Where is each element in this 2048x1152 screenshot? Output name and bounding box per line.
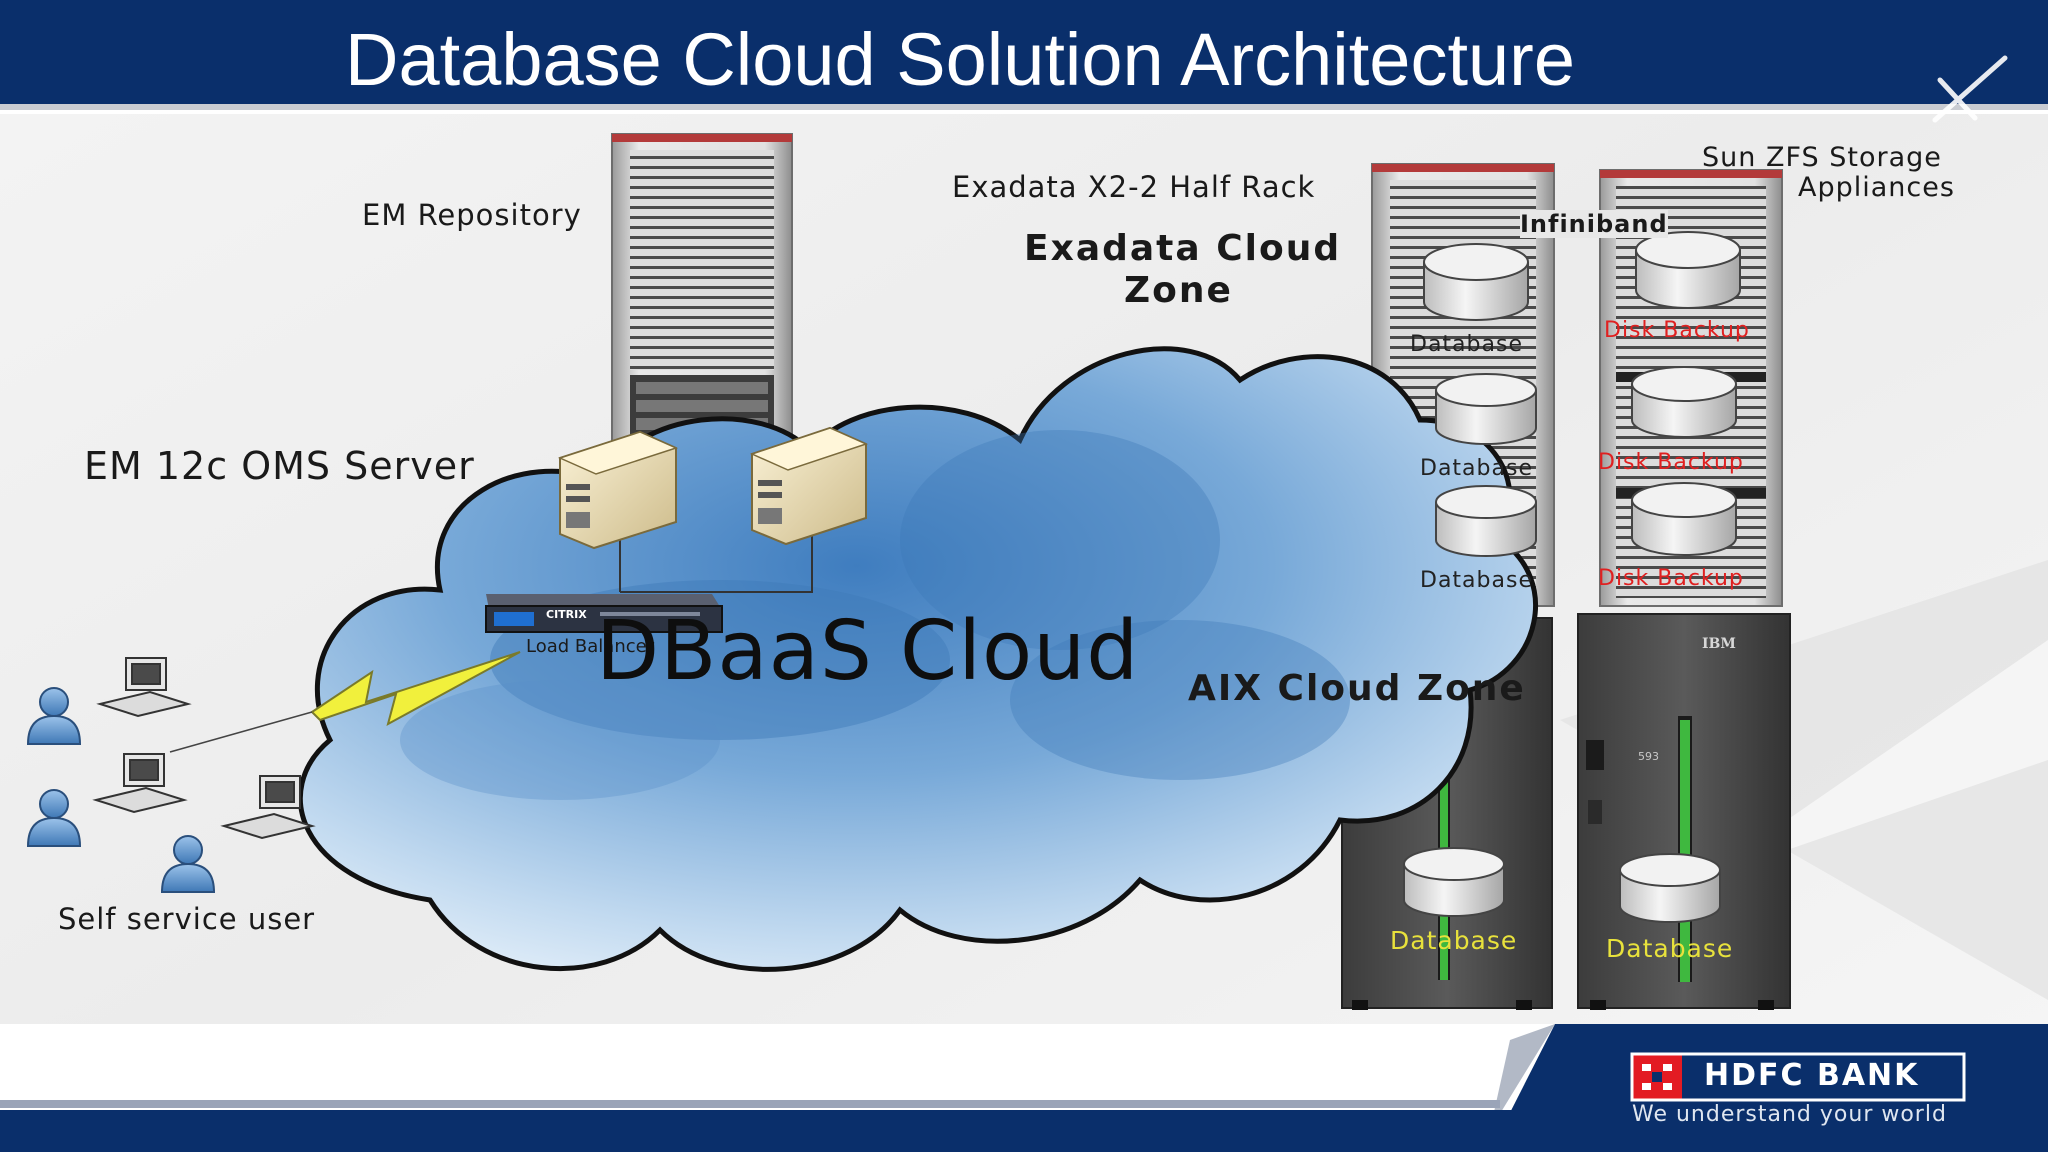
sun-zfs-label-line1: Sun ZFS Storage (1702, 142, 1942, 173)
user-icon-1 (26, 687, 82, 745)
infiniband-label: Infiniband (1520, 210, 1668, 238)
disk-backup-label-2: Disk Backup (1598, 450, 1744, 475)
desktop-pc-icon-2 (92, 753, 188, 814)
aix-cloud-zone-label: AIX Cloud Zone (1188, 668, 1526, 709)
aix-database-disks (1403, 847, 1721, 923)
self-service-users (26, 657, 316, 893)
page-title: Database Cloud Solution Architecture (345, 18, 1575, 101)
lightning-bolt (310, 651, 521, 726)
header-band (0, 0, 2048, 104)
backup-disk-icon (1631, 366, 1737, 438)
oms-server-1 (557, 430, 679, 550)
zfs-backup-disks (1631, 231, 1741, 556)
exadata-zone-label-line2: Zone (1124, 270, 1233, 311)
desktop-pc-icon-3 (220, 775, 316, 840)
database-disk-icon (1435, 485, 1537, 557)
exadata-rack-label: Exadata X2-2 Half Rack (952, 170, 1316, 204)
brand-tagline: We understand your world (1632, 1102, 1947, 1127)
exadata-zone-label-line1: Exadata Cloud (1024, 228, 1342, 269)
footer-band (0, 1110, 2048, 1152)
exadata-database-label-2: Database (1420, 456, 1533, 481)
database-disk-icon (1423, 243, 1529, 321)
em-repository-label: EM Repository (362, 198, 582, 232)
backup-disk-icon (1631, 482, 1737, 556)
database-disk-icon (1619, 853, 1721, 923)
database-disk-icon (1403, 847, 1505, 917)
brand-name: HDFC BANK (1704, 1058, 1920, 1093)
dbaas-cloud-label: DBaaS Cloud (596, 604, 1140, 699)
disk-backup-label-3: Disk Backup (1598, 566, 1744, 591)
ibm-model-label: 593 (1638, 750, 1659, 763)
corner-x-mark (1932, 55, 2008, 123)
self-service-user-label: Self service user (58, 902, 316, 936)
em-oms-server-label: EM 12c OMS Server (84, 444, 475, 488)
oms-server-2 (749, 426, 869, 546)
load-balancer-label: Load Balancer (526, 636, 655, 657)
ibm-frame-right (1577, 613, 1791, 1010)
disk-backup-label-1: Disk Backup (1604, 318, 1750, 343)
user-icon-2 (26, 789, 82, 847)
desktop-pc-icon-1 (96, 657, 192, 718)
backup-disk-icon (1635, 231, 1741, 309)
exadata-database-label-3: Database (1420, 568, 1533, 593)
citrix-label: CITRIX (546, 608, 587, 621)
aix-database-label-1: Database (1390, 926, 1518, 955)
user-icon-3 (160, 835, 216, 893)
aix-database-label-2: Database (1606, 934, 1734, 963)
exadata-database-disks (1423, 243, 1537, 557)
database-disk-icon (1435, 373, 1537, 445)
sun-zfs-label-line2: Appliances (1798, 172, 1955, 203)
ibm-logo-label: IBM (1702, 636, 1736, 652)
load-balancer-appliance (485, 594, 723, 633)
exadata-database-label-1: Database (1410, 332, 1523, 357)
hdfc-logo-icon (1630, 1052, 1966, 1102)
